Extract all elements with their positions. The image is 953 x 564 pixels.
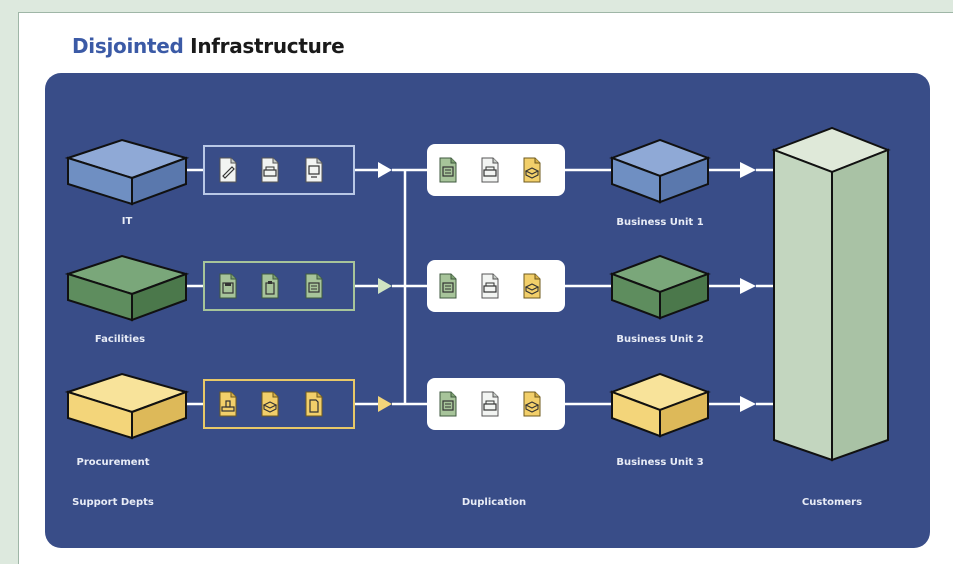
- column-label-duplication: Duplication: [461, 497, 527, 508]
- box-document-icon: [261, 391, 279, 417]
- label-facilities: Facilities: [94, 334, 146, 345]
- business-unit-1-box: [609, 138, 711, 204]
- title-part-2: Infrastructure: [190, 34, 345, 58]
- box-document-icon: [523, 273, 541, 299]
- procurement-dept-box: [64, 372, 190, 440]
- folder-document-icon: [305, 391, 323, 417]
- label-procurement: Procurement: [76, 457, 150, 468]
- customers-column: [771, 126, 891, 462]
- clipboard-document-icon: [261, 273, 279, 299]
- duplication-group-3: [427, 378, 565, 430]
- label-business-unit-2: Business Unit 2: [616, 334, 704, 345]
- duplication-group-1: [427, 144, 565, 196]
- connector-lines: [186, 168, 774, 406]
- it-dept-box: [64, 138, 190, 206]
- box-document-icon: [523, 157, 541, 183]
- arrow-bu3-to-customers: [740, 396, 756, 412]
- arrow-procurement-to-bus: [378, 396, 392, 412]
- printer-document-icon: [481, 157, 499, 183]
- arrow-bu2-to-customers: [740, 278, 756, 294]
- stamp-document-icon: [219, 391, 237, 417]
- form-document-icon: [439, 157, 457, 183]
- floppy-document-icon: [219, 273, 237, 299]
- arrowheads: [378, 162, 756, 412]
- it-docs-group: [203, 145, 355, 195]
- title-part-1: Disjointed: [72, 34, 184, 58]
- form-document-icon: [305, 273, 323, 299]
- printer-document-icon: [481, 391, 499, 417]
- arrow-bu1-to-customers: [740, 162, 756, 178]
- form-document-icon: [439, 273, 457, 299]
- form-document-icon: [439, 391, 457, 417]
- business-unit-3-box: [609, 372, 711, 438]
- arrow-facilities-to-bus: [378, 278, 392, 294]
- column-label-customers: Customers: [801, 497, 863, 508]
- procurement-docs-group: [203, 379, 355, 429]
- box-document-icon: [523, 391, 541, 417]
- computer-document-icon: [305, 157, 323, 183]
- diagram-title: Disjointed Infrastructure: [72, 34, 345, 58]
- pen-document-icon: [219, 157, 237, 183]
- printer-document-icon: [481, 273, 499, 299]
- label-business-unit-3: Business Unit 3: [616, 457, 704, 468]
- facilities-docs-group: [203, 261, 355, 311]
- label-it: IT: [121, 216, 133, 227]
- facilities-dept-box: [64, 254, 190, 322]
- business-unit-2-box: [609, 254, 711, 320]
- arrow-it-to-bus: [378, 162, 392, 178]
- column-label-support: Support Depts: [72, 497, 154, 508]
- label-business-unit-1: Business Unit 1: [616, 217, 704, 228]
- duplication-group-2: [427, 260, 565, 312]
- printer-document-icon: [261, 157, 279, 183]
